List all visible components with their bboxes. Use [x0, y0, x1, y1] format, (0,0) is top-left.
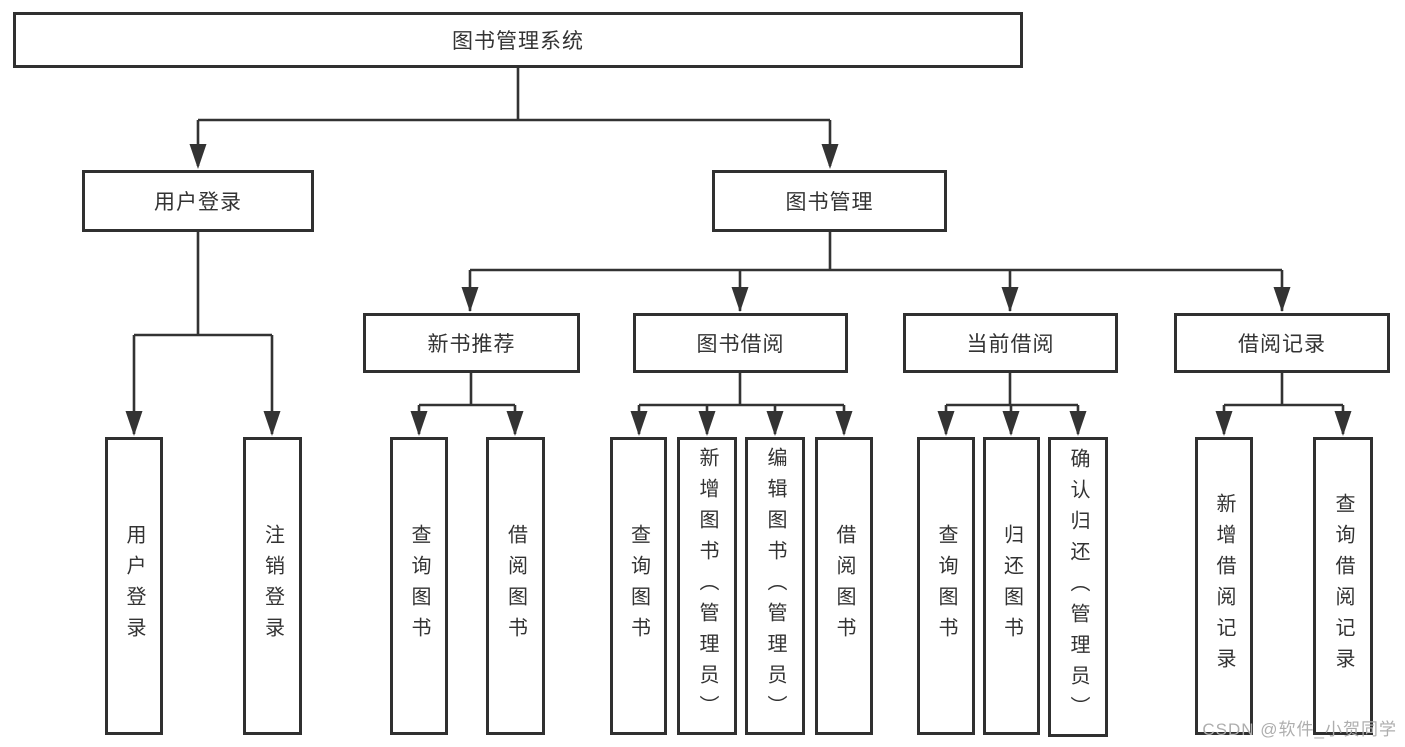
leaf-add-book-admin: 新增图书（管理员）: [677, 437, 737, 735]
leaf-query-book-1-label: 查询图书: [408, 524, 430, 648]
node-new-book-recommend: 新书推荐: [363, 313, 580, 373]
leaf-confirm-return-admin: 确认归还（管理员）: [1048, 437, 1108, 737]
leaf-borrow-book-2-label: 借阅图书: [833, 524, 855, 648]
leaf-logout: 注销登录: [243, 437, 302, 735]
leaf-query-book-1: 查询图书: [390, 437, 448, 735]
leaf-query-book-2: 查询图书: [610, 437, 667, 735]
leaf-logout-label: 注销登录: [261, 524, 284, 648]
leaf-query-book-2-label: 查询图书: [627, 524, 650, 648]
leaf-borrow-book-1-label: 借阅图书: [504, 524, 527, 648]
node-user-login-label: 用户登录: [154, 191, 242, 214]
leaf-add-borrow-record: 新增借阅记录: [1195, 437, 1253, 735]
leaf-return-book-label: 归还图书: [1000, 524, 1023, 648]
leaf-query-borrow-record: 查询借阅记录: [1313, 437, 1373, 735]
leaf-add-borrow-record-label: 新增借阅记录: [1213, 493, 1235, 679]
leaf-add-book-admin-label: 新增图书（管理员）: [696, 446, 718, 726]
node-library-system-label: 图书管理系统: [452, 30, 584, 53]
leaf-borrow-book-2: 借阅图书: [815, 437, 873, 735]
node-borrow-record-label: 借阅记录: [1238, 333, 1326, 356]
leaf-return-book: 归还图书: [983, 437, 1040, 735]
leaf-user-login-label: 用户登录: [123, 524, 145, 648]
node-book-borrow-label: 图书借阅: [696, 333, 785, 356]
leaf-confirm-return-admin-label: 确认归还（管理员）: [1067, 447, 1089, 727]
node-book-management-label: 图书管理: [785, 191, 874, 214]
node-borrow-record: 借阅记录: [1174, 313, 1390, 373]
node-new-book-recommend-label: 新书推荐: [427, 333, 516, 356]
node-book-borrow: 图书借阅: [633, 313, 848, 373]
node-library-system: 图书管理系统: [13, 12, 1023, 68]
node-current-borrow-label: 当前借阅: [966, 333, 1055, 356]
leaf-edit-book-admin: 编辑图书（管理员）: [745, 437, 805, 735]
leaf-edit-book-admin-label: 编辑图书（管理员）: [764, 446, 786, 726]
leaf-user-login: 用户登录: [105, 437, 163, 735]
leaf-borrow-book-1: 借阅图书: [486, 437, 545, 735]
leaf-query-book-3-label: 查询图书: [935, 524, 957, 648]
leaf-query-book-3: 查询图书: [917, 437, 975, 735]
arrowheads: [125, 144, 1352, 436]
node-book-management: 图书管理: [712, 170, 947, 232]
leaf-query-borrow-record-label: 查询借阅记录: [1332, 493, 1354, 679]
node-user-login: 用户登录: [82, 170, 314, 232]
csdn-watermark: CSDN @软件_小贺同学: [1202, 720, 1397, 739]
node-current-borrow: 当前借阅: [903, 313, 1118, 373]
